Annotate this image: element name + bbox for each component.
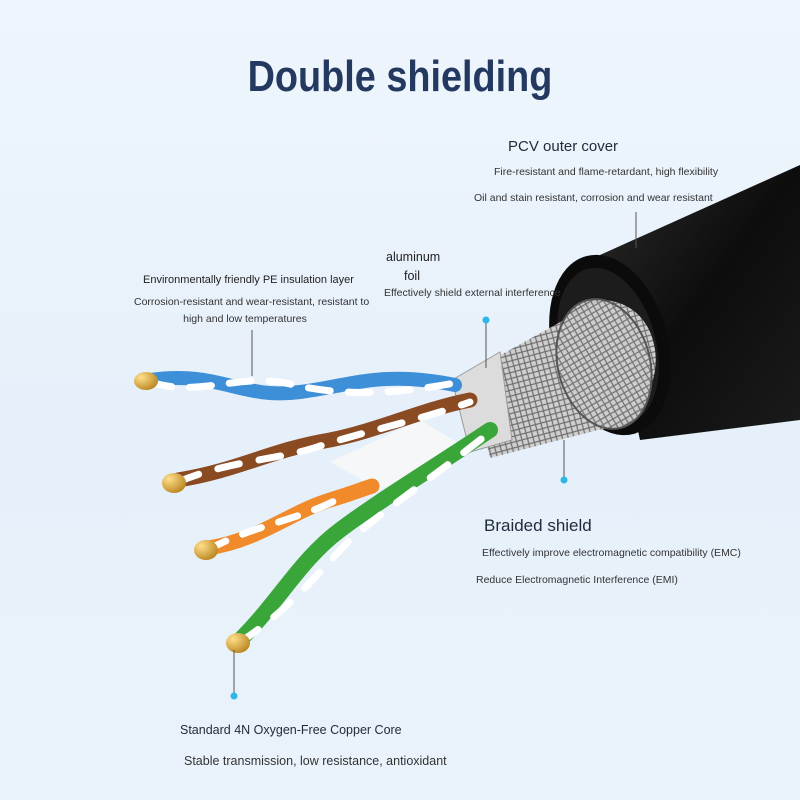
- page-title: Double shielding: [247, 52, 553, 101]
- braided-shield: [470, 298, 656, 458]
- core-heading: Standard 4N Oxygen-Free Copper Core: [180, 723, 402, 737]
- braid-line-1: Effectively improve electromagnetic comp…: [482, 547, 741, 559]
- core-line: Stable transmission, low resistance, ant…: [184, 754, 447, 768]
- pvc-line-2: Oil and stain resistant, corrosion and w…: [474, 192, 713, 204]
- pair-brown: [170, 392, 478, 488]
- foil-leader: [482, 316, 490, 368]
- insulation-line-1: Corrosion-resistant and wear-resistant, …: [134, 296, 370, 308]
- copper-core-tips: [134, 372, 250, 653]
- pair-blue: [143, 370, 462, 401]
- pvc-line-1: Fire-resistant and flame-retardant, high…: [494, 166, 719, 178]
- pvc-heading: PCV outer cover: [508, 138, 619, 155]
- foil-heading-line-1: aluminum: [386, 250, 441, 264]
- insulation-heading: Environmentally friendly PE insulation l…: [143, 274, 354, 286]
- braid-leader: [560, 440, 568, 484]
- foil-line: Effectively shield external interference: [384, 287, 561, 299]
- insulation-line-2: high and low temperatures: [183, 313, 307, 325]
- pair-orange: [200, 478, 380, 556]
- foil-heading-line-2: foil: [404, 269, 420, 283]
- braid-line-2: Reduce Electromagnetic Interference (EMI…: [476, 574, 678, 586]
- pair-green: [232, 422, 498, 648]
- braid-heading: Braided shield: [484, 516, 592, 535]
- core-leader: [230, 650, 238, 700]
